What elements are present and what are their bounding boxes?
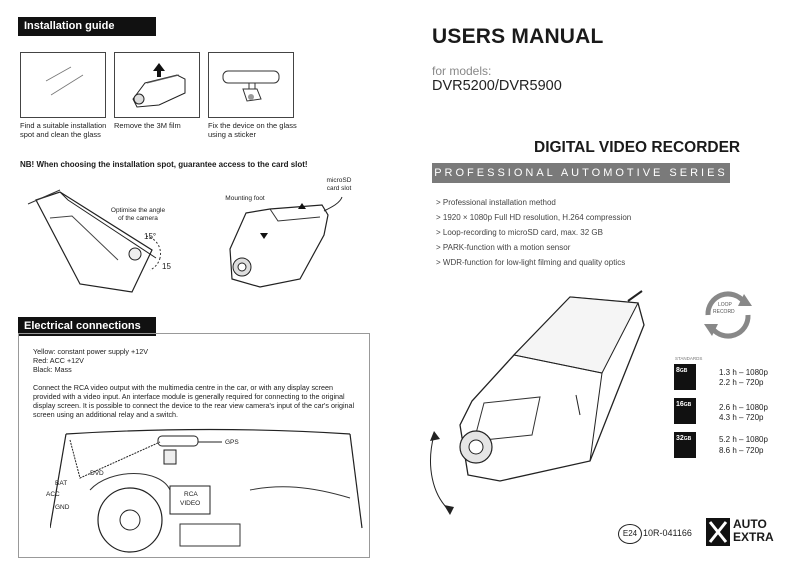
users-manual-title: USERS MANUAL: [432, 25, 604, 48]
step3-caption: Fix the device on the glass using a stic…: [208, 121, 297, 139]
angle-up-value: 15°: [144, 232, 157, 241]
optimise-angle-label: Optimise the angle of the camera: [110, 207, 166, 222]
dvr-device-drawing: [430, 290, 645, 515]
video-label: VIDEO: [180, 500, 201, 507]
glass-illustration: [45, 66, 84, 96]
gps-label: GPS: [225, 439, 239, 446]
electrical-paragraph: Connect the RCA video output with the mu…: [33, 383, 355, 419]
rca-label: RCA: [184, 491, 198, 498]
sd-32gb-1080p: 5.2 h – 1080p: [719, 435, 768, 444]
feature-3: > Loop-recording to microSD card, max. 3…: [436, 228, 603, 237]
series-bar: PROFESSIONAL AUTOMOTIVE SERIES: [432, 163, 730, 183]
loop-record-icon: [704, 291, 752, 339]
cert-code: 10R-041166: [643, 528, 692, 538]
angle-arc-icon: [145, 235, 161, 271]
installation-guide-heading: Installation guide: [18, 17, 156, 36]
sd-8gb-720p: 2.2 h – 720p: [719, 378, 764, 387]
feature-5: > WDR-function for low-light filming and…: [436, 258, 626, 267]
sd-card-32gb-icon: 32GB: [674, 432, 696, 458]
sd-16gb-1080p: 2.6 h – 1080p: [719, 403, 768, 412]
device-angle-drawing: [27, 189, 157, 293]
step2-image: [114, 52, 200, 118]
sd-card-16gb-icon: 16GB: [674, 398, 696, 424]
electrical-frame: [18, 333, 370, 558]
wire-black: Black: Mass: [33, 365, 72, 374]
brand-top: AUTO: [733, 517, 767, 531]
step1-image: [20, 52, 106, 118]
step3-image: [208, 52, 294, 118]
mounting-foot-label: Mounting foot: [225, 195, 265, 202]
wire-red: Red: ACC +12V: [33, 356, 84, 365]
loop-record-label-bottom: RECORD: [713, 309, 735, 315]
sd-16gb-720p: 4.3 h – 720p: [719, 413, 764, 422]
sd-card-8gb-icon: 8GB: [674, 364, 696, 390]
angle-down-value: 15: [162, 262, 171, 271]
microsd-slot-label: microSD card slot: [326, 177, 352, 192]
gnd-label: GND: [55, 504, 70, 511]
acc-label: ACC: [46, 491, 60, 498]
electrical-connections-heading: Electrical connections: [18, 317, 156, 336]
sd-32gb-720p: 8.6 h – 720p: [719, 446, 764, 455]
feature-1: > Professional installation method: [436, 198, 556, 207]
step2-caption: Remove the 3M film: [114, 121, 181, 130]
bat-label: BAT: [55, 480, 68, 487]
remove-film-illustration: [132, 63, 186, 108]
feature-2: > 1920 × 1080p Full HD resolution, H.264…: [436, 213, 632, 222]
brand-bottom: EXTRA: [733, 530, 774, 544]
product-title: DIGITAL VIDEO RECORDER: [534, 139, 741, 156]
mirror-illustration: [222, 70, 280, 102]
sd-8gb-1080p: 1.3 h – 1080p: [719, 368, 768, 377]
models-label: for models:: [432, 64, 492, 78]
car-wiring-diagram: [50, 428, 363, 553]
dvd-label: DVD: [90, 470, 104, 477]
feature-4: > PARK-function with a motion sensor: [436, 243, 571, 252]
loop-record-label-top: LOOP: [718, 302, 732, 308]
standards-label: STANDARDS: [675, 356, 703, 361]
wire-yellow: Yellow: constant power supply +12V: [33, 347, 149, 356]
auto-extra-logo-icon: [706, 518, 730, 546]
step1-caption: Find a suitable installation spot and cl…: [20, 121, 107, 139]
device-mount-drawing: [229, 196, 343, 288]
models-value: DVR5200/DVR5900: [432, 78, 562, 94]
card-slot-note: NB! When choosing the installation spot,…: [20, 160, 308, 169]
e24-cert-icon: E24: [618, 524, 642, 544]
